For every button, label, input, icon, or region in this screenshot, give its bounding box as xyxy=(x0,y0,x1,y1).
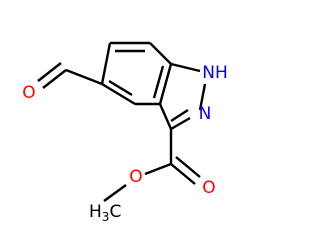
bond-c7a-c3a xyxy=(158,63,173,105)
nh-label: NH xyxy=(202,63,228,83)
methyl-subscript-label: 3 xyxy=(102,210,110,224)
methyl-c-label: C xyxy=(109,202,121,222)
bonds xyxy=(37,41,207,202)
bond-c5-c6 xyxy=(100,42,112,85)
bond-inner-c4-c5 xyxy=(108,79,133,97)
bond-n1-n2 xyxy=(198,83,207,111)
indazole-ester-structure: O NH N O O H3C xyxy=(22,41,228,224)
bond-c7-c7a xyxy=(149,42,172,65)
bond-ester-o-methyl xyxy=(103,184,127,202)
bond-n2-c3-double xyxy=(170,108,189,123)
bond-c4-c5 xyxy=(101,82,136,106)
bond-ester-c-carbonyl-o-2 xyxy=(175,156,201,178)
bond-c5-aldehyde-c xyxy=(65,68,103,86)
methyl-h-label: H xyxy=(89,202,102,222)
n-label: N xyxy=(199,104,212,124)
carbonyl-oxygen-label: O xyxy=(202,178,215,198)
ester-oxygen-label: O xyxy=(129,167,142,187)
methyl-label: H3C xyxy=(89,202,121,224)
bond-c7a-n1 xyxy=(170,62,201,73)
atom-labels: O NH N O O H3C xyxy=(22,63,227,224)
bond-aldehyde-c-o-1 xyxy=(42,69,67,89)
bond-c3-c3a xyxy=(158,103,173,130)
bond-inner-c7a-c3a xyxy=(152,65,165,99)
bond-ester-c-carbonyl-o-1 xyxy=(170,163,196,185)
bond-n2-c3 xyxy=(170,116,191,131)
bond-ester-c-ester-o xyxy=(144,162,172,176)
aldehyde-oxygen-label: O xyxy=(22,83,35,103)
bond-aldehyde-c-o-2 xyxy=(37,62,62,82)
